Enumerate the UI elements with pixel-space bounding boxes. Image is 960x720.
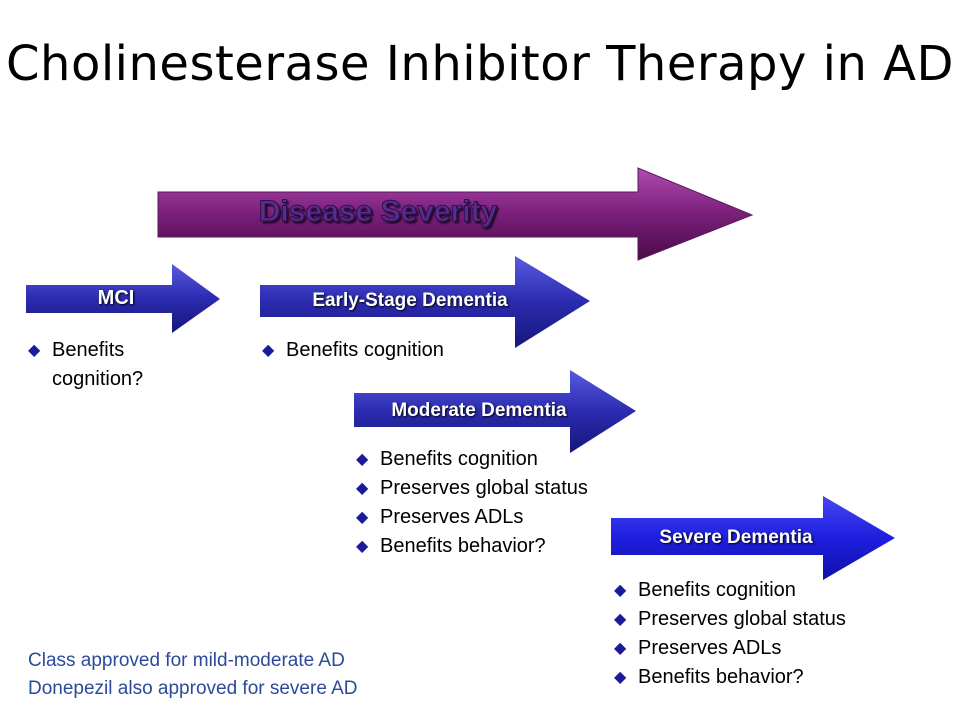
diamond-bullet-icon: ◆ [356,538,369,555]
list-item: ◆ Preserves global status [614,605,914,634]
disease-severity-arrow [157,167,754,261]
bullet-text: Preserves global status [638,608,846,630]
diamond-bullet-icon: ◆ [262,342,275,359]
bullet-text: Benefits behavior? [380,535,546,557]
diamond-bullet-icon: ◆ [356,480,369,497]
moderate-benefits-list: ◆ Benefits cognition ◆ Preserves global st… [356,445,656,561]
stage-label-early: Early-Stage Dementia [312,290,508,311]
list-item: ◆ Benefits behavior? [356,532,656,561]
slide-title: Cholinesterase Inhibitor Therapy in AD [6,36,954,92]
early-benefits-list: ◆ Benefits cognition [262,336,562,365]
bullet-text: Preserves ADLs [380,506,524,528]
list-item: ◆ Benefits cognition [356,445,656,474]
disease-severity-label: Disease Severity [258,195,498,229]
diamond-bullet-icon: ◆ [614,669,627,686]
stage-label-severe: Severe Dementia [659,527,813,548]
approval-note-class: Class approved for mild-moderate AD [28,650,345,671]
early-stage-arrow [260,256,590,348]
diamond-bullet-icon: ◆ [356,451,369,468]
list-item: ◆ Benefits cognition [614,576,914,605]
list-item: ◆ Preserves global status [356,474,656,503]
diamond-bullet-icon: ◆ [614,582,627,599]
stage-label-mci: MCI [97,287,135,309]
mci-benefits-list: ◆ Benefits cognition? [28,336,188,394]
mci-arrow [26,264,220,333]
bullet-text: Preserves global status [380,477,588,499]
list-item: ◆ Benefits behavior? [614,663,914,692]
bullet-text: Preserves ADLs [638,637,782,659]
bullet-text: Benefits behavior? [638,666,804,688]
stage-label-moderate: Moderate Dementia [391,400,567,421]
bullet-text: Benefits cognition [286,339,444,361]
list-item: ◆ Benefits cognition? [28,336,188,394]
bullet-text: Benefits cognition [638,579,796,601]
bullet-text: Benefits cognition? [52,339,144,390]
list-item: ◆ Preserves ADLs [356,503,656,532]
diamond-bullet-icon: ◆ [356,509,369,526]
bullet-text: Benefits cognition [380,448,538,470]
severe-benefits-list: ◆ Benefits cognition ◆ Preserves global st… [614,576,914,692]
diamond-bullet-icon: ◆ [614,640,627,657]
list-item: ◆ Preserves ADLs [614,634,914,663]
diamond-bullet-icon: ◆ [614,611,627,628]
severe-arrow [611,496,895,580]
diamond-bullet-icon: ◆ [28,342,41,359]
list-item: ◆ Benefits cognition [262,336,562,365]
moderate-arrow [354,370,636,453]
approval-note-donepezil: Donepezil also approved for severe AD [28,678,358,699]
